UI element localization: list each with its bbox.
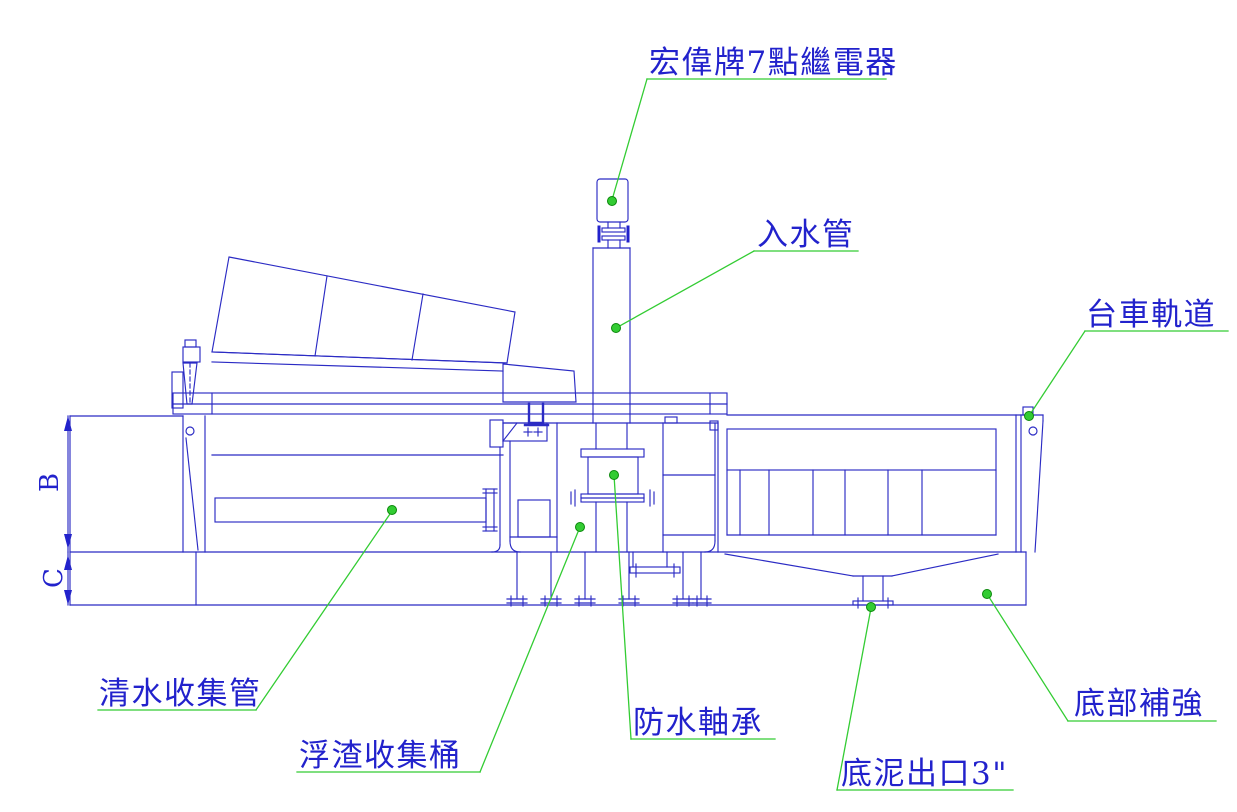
leader-dot — [1024, 411, 1034, 421]
left-feeder-fitting — [171, 339, 201, 409]
label-bottom-reinforce: 底部補強 — [1074, 686, 1204, 722]
label-relay: 宏偉牌7點繼電器 — [649, 45, 898, 81]
inlet-pipe-column — [592, 247, 631, 450]
pipe-flange-top — [597, 221, 630, 249]
leader-waterproof-bearing — [613, 474, 776, 740]
foot-pads — [506, 595, 712, 607]
leader-relay — [611, 78, 887, 201]
left-tank — [69, 415, 504, 553]
bridge-beam — [172, 392, 728, 415]
relay-box — [596, 178, 629, 223]
tank-support-legs — [506, 551, 712, 607]
trolley-track-support-right — [1020, 406, 1044, 553]
leader-trolley-track — [1028, 330, 1229, 417]
leader-dot — [982, 589, 992, 599]
leader-lines — [97, 78, 1229, 791]
dimension-b: B — [35, 415, 72, 553]
dimension-b-label: B — [35, 473, 65, 492]
label-trolley-track: 台車軌道 — [1086, 297, 1216, 333]
sludge-outlet-funnel — [724, 553, 999, 609]
leader-bottom-reinforce — [986, 593, 1217, 722]
leader-scum-bucket — [296, 526, 581, 773]
leader-inlet-pipe — [615, 250, 859, 329]
leader-dot — [611, 323, 621, 333]
leader-dot — [387, 505, 397, 515]
dimension-c-label: C — [39, 568, 69, 588]
dimension-c: C — [39, 551, 72, 606]
leader-dots — [387, 196, 1034, 612]
leader-dot — [609, 470, 619, 480]
label-inlet-pipe: 入水管 — [757, 217, 855, 253]
trolley-track-support-left — [182, 415, 206, 553]
leader-dot — [575, 522, 585, 532]
right-tank — [709, 414, 1044, 553]
waterproof-bearing-assembly — [570, 448, 655, 553]
inclined-plate-pack — [211, 256, 516, 364]
central-tank — [502, 416, 719, 553]
clean-water-pipe — [214, 497, 487, 523]
leader-sludge-outlet — [836, 607, 1014, 791]
sloped-tray — [211, 351, 577, 403]
label-waterproof-bearing: 防水軸承 — [633, 705, 763, 741]
leader-dot — [866, 602, 876, 612]
leader-clean-water-pipe — [97, 510, 393, 711]
label-sludge-outlet: 底泥出口3" — [841, 756, 1008, 792]
leader-dot — [607, 196, 617, 206]
label-scum-bucket: 浮渣收集桶 — [299, 738, 462, 774]
label-clean-water-pipe: 清水收集管 — [99, 676, 262, 712]
bolted-bracket — [629, 551, 681, 578]
